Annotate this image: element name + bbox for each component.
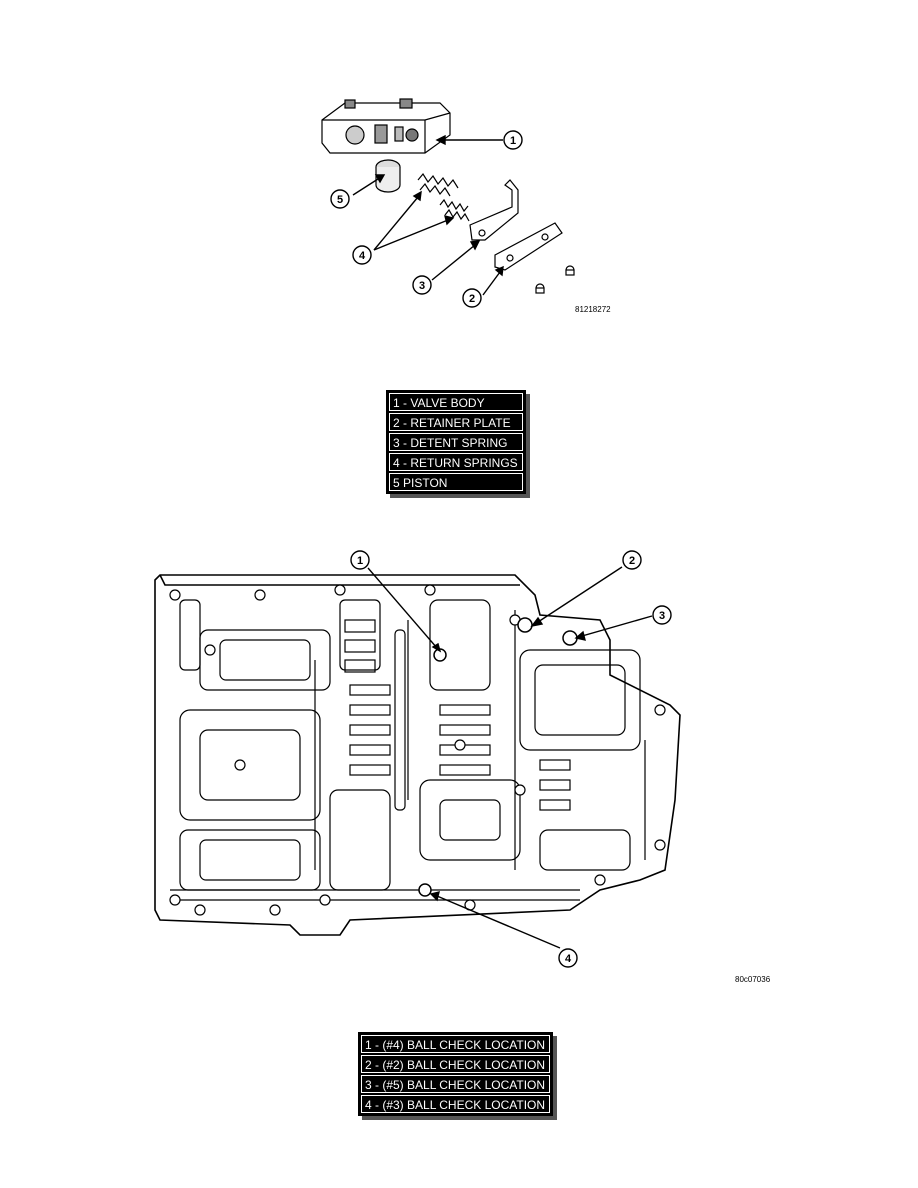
- bolts-drawing: [535, 265, 575, 294]
- figure-code-1: 81218272: [575, 305, 611, 314]
- ball-check-callout-label-3: 3: [659, 610, 665, 622]
- ball-check-callout-circle-3: [652, 605, 672, 625]
- callout-label-5: 5: [337, 194, 343, 206]
- detent-spring-drawing: [469, 179, 519, 241]
- ball-check-seat-3: [562, 630, 578, 646]
- callout-circle-3: [412, 275, 432, 295]
- figure-code-2: 80c07036: [735, 975, 771, 984]
- legend-item: 4 - (#3) BALL CHECK LOCATION: [361, 1095, 550, 1113]
- ball-check-callout-circle-1: [350, 550, 370, 570]
- ball-check-callout-circle-2: [622, 550, 642, 570]
- piston-drawing: [375, 159, 401, 193]
- callout-label-4: 4: [359, 250, 366, 262]
- callout-circle-4: [352, 245, 372, 265]
- ball-check-callout-label-4: 4: [565, 953, 572, 965]
- legend-item: 2 - (#2) BALL CHECK LOCATION: [361, 1055, 550, 1073]
- legend-item: 4 - RETURN SPRINGS: [389, 453, 523, 471]
- callout-label-3: 3: [419, 280, 425, 292]
- callout-circle-1: [503, 130, 523, 150]
- valve-body-illustration: 1 2 3 4: [154, 550, 681, 968]
- retainer-plate-drawing: [494, 222, 563, 271]
- legend-table-2: 1 - (#4) BALL CHECK LOCATION 2 - (#2) BA…: [358, 1032, 553, 1116]
- exploded-view-illustration: 1 5 4 3 2: [321, 98, 575, 308]
- legend-table-1: 1 - VALVE BODY 2 - RETAINER PLATE 3 - DE…: [386, 390, 526, 494]
- ball-check-seat-2: [517, 617, 533, 633]
- legend-item: 3 - (#5) BALL CHECK LOCATION: [361, 1075, 550, 1093]
- legend-item: 1 - (#4) BALL CHECK LOCATION: [361, 1035, 550, 1053]
- legend-item: 2 - RETAINER PLATE: [389, 413, 523, 431]
- ball-check-callout-label-2: 2: [629, 555, 635, 567]
- legend-item: 1 - VALVE BODY: [389, 393, 523, 411]
- callout-label-1: 1: [510, 135, 516, 147]
- return-springs-drawing: [417, 172, 470, 222]
- legend-item: 5 PISTON: [389, 473, 523, 491]
- ball-check-seat-4: [418, 883, 432, 897]
- callout-circle-2: [462, 288, 482, 308]
- ball-check-callout-circle-4: [558, 948, 578, 968]
- callout-circle-5: [330, 189, 350, 209]
- legend-item: 3 - DETENT SPRING: [389, 433, 523, 451]
- ball-check-callout-label-1: 1: [357, 555, 363, 567]
- callout-label-2: 2: [469, 293, 475, 305]
